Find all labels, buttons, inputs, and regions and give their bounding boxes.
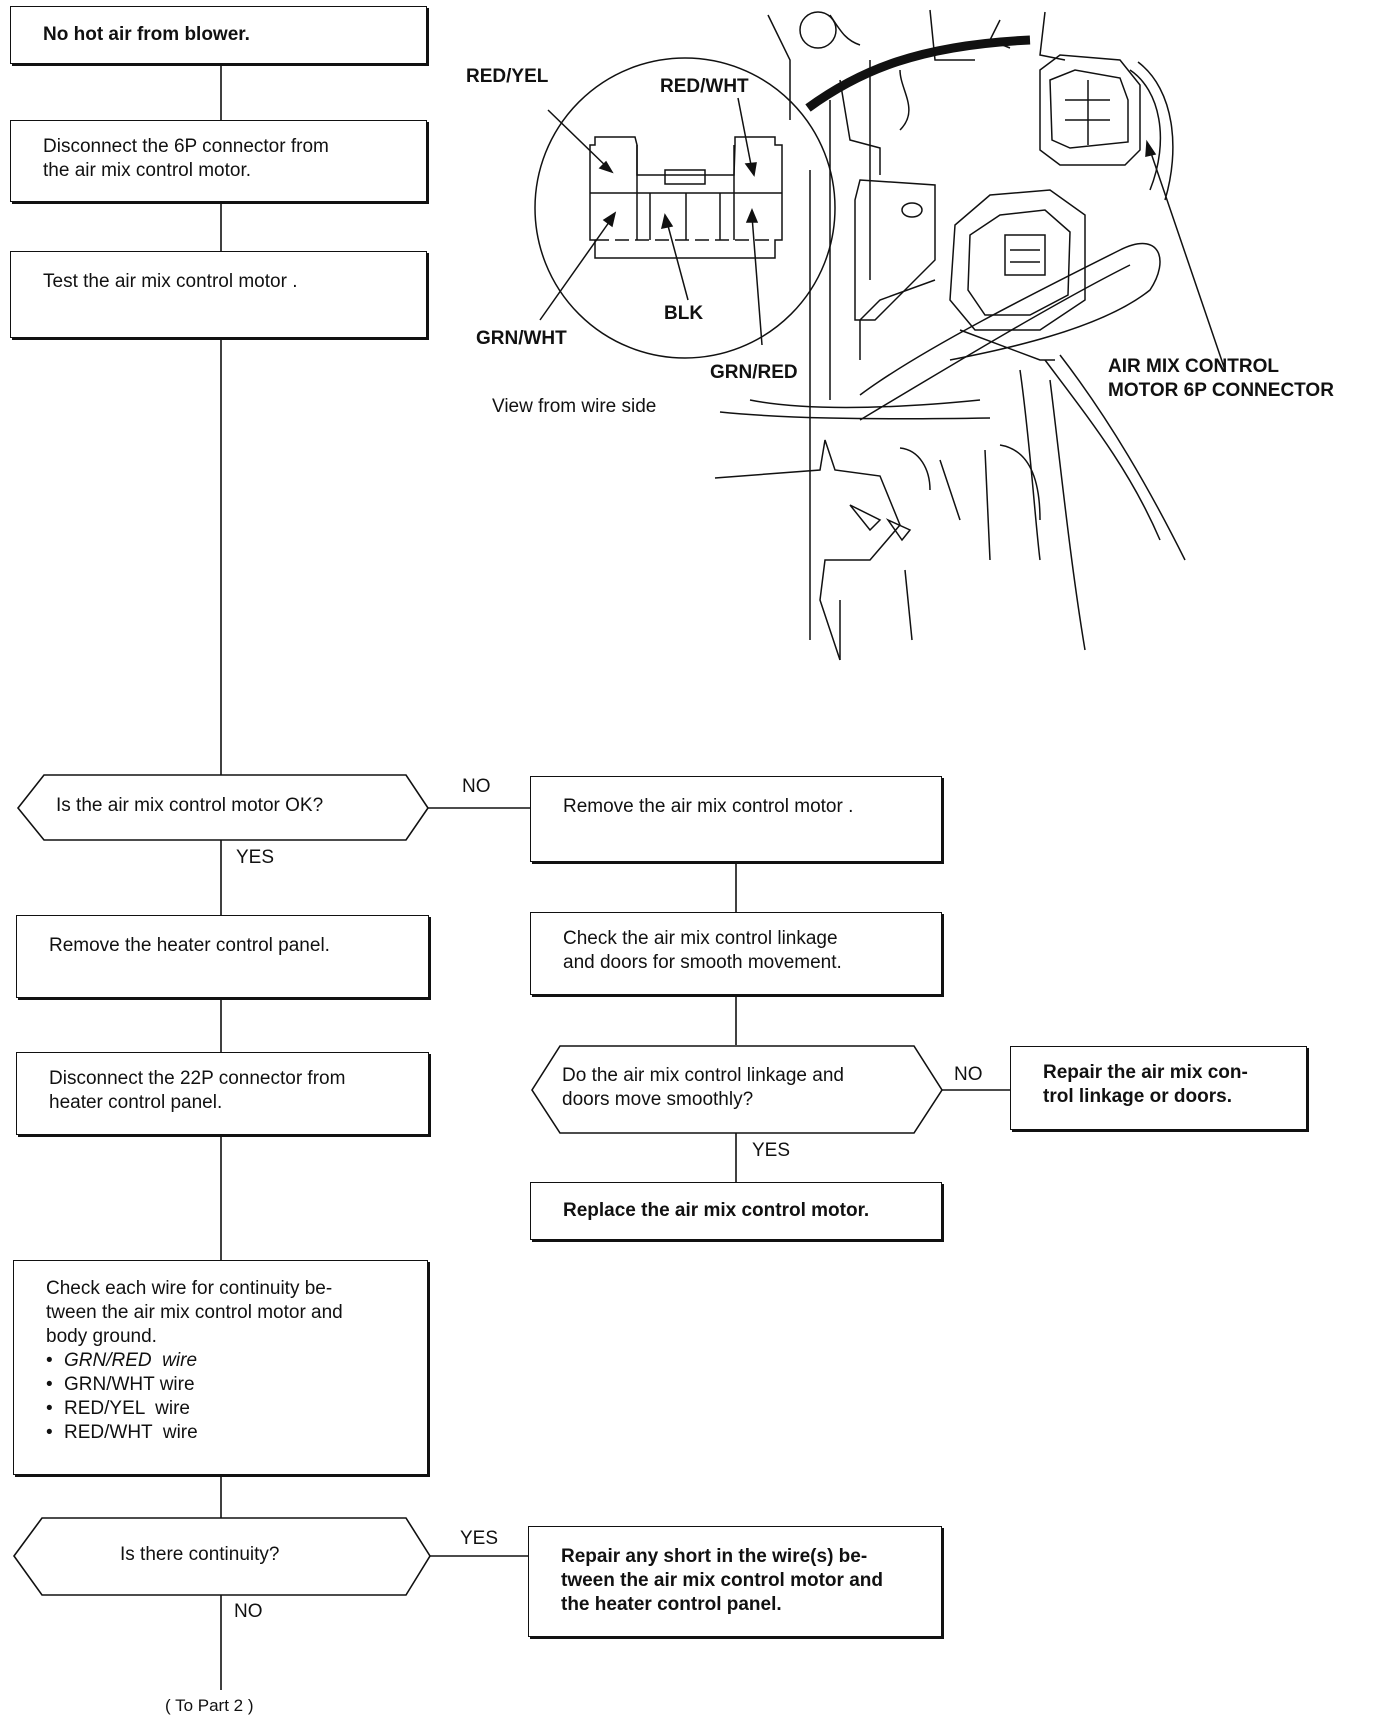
check-continuity-line-1: Check each wire for continuity be-: [46, 1278, 333, 1299]
wire-grn-red: GRN/RED wire: [64, 1350, 198, 1371]
step-disconnect-6p: Disconnect the 6P connector from the air…: [10, 120, 427, 202]
view-caption: View from wire side: [492, 396, 657, 417]
decision-continuity-text: Is there continuity?: [120, 1543, 279, 1567]
check-continuity-line-3: body ground.: [46, 1326, 157, 1347]
decision-linkage-yes: YES: [752, 1140, 791, 1161]
step-replace-motor-text: Replace the air mix control motor.: [563, 1200, 870, 1221]
step-repair-short: Repair any short in the wire(s) be- twee…: [528, 1526, 942, 1637]
step-disconnect-6p-line-1: Disconnect the 6P connector from: [43, 136, 329, 157]
wire-red-yel: RED/YEL wire: [64, 1398, 190, 1419]
decision-motor-ok-yes: YES: [236, 847, 275, 868]
step-check-linkage: Check the air mix control linkage and do…: [530, 912, 942, 995]
decision-continuity-yes: YES: [460, 1528, 499, 1549]
step-disconnect-22p-line-2: heater control panel.: [49, 1092, 223, 1113]
connector-label-line-1: AIR MIX CONTROL: [1108, 356, 1279, 377]
to-part-2-label: ( To Part 2 ): [165, 1696, 254, 1715]
decision-shape-linkage: [531, 1045, 943, 1134]
step-disconnect-6p-line-2: the air mix control motor.: [43, 160, 252, 181]
decision-motor-ok-text: Is the air mix control motor OK?: [56, 794, 323, 818]
step-repair-linkage-line-2: trol linkage or doors.: [1043, 1086, 1232, 1107]
connector-illustration: [534, 9, 1226, 661]
wire-list-item: •RED/YEL wire: [46, 1398, 190, 1419]
decision-continuity-no: NO: [234, 1601, 263, 1622]
decision-shape-motor-ok: [16, 774, 429, 841]
connector-label-line-2: MOTOR 6P CONNECTOR: [1108, 380, 1334, 401]
decision-linkage-text: Do the air mix control linkage and doors…: [562, 1064, 844, 1112]
pin-label-red-yel: RED/YEL: [466, 66, 549, 87]
wire-list-item: •GRN/RED wire: [46, 1350, 198, 1371]
step-no-hot-air: No hot air from blower.: [10, 6, 427, 64]
decision-linkage-line-1: Do the air mix control linkage and: [562, 1065, 844, 1086]
decision-motor-ok-label: Is the air mix control motor OK?: [56, 795, 324, 816]
step-repair-short-line-1: Repair any short in the wire(s) be-: [561, 1546, 868, 1567]
wire-grn-wht: GRN/WHT wire: [64, 1374, 195, 1395]
decision-linkage-no: NO: [954, 1064, 983, 1085]
pin-label-red-wht: RED/WHT: [660, 76, 749, 97]
decision-motor-ok-no: NO: [462, 776, 491, 797]
step-remove-motor-text: Remove the air mix control motor .: [563, 796, 854, 817]
decision-shape-continuity: [13, 1517, 431, 1596]
step-test-motor-text: Test the air mix control motor .: [43, 271, 298, 292]
decision-linkage-line-2: doors move smoothly?: [562, 1089, 754, 1110]
pin-label-grn-wht: GRN/WHT: [476, 328, 567, 349]
step-replace-motor: Replace the air mix control motor.: [530, 1182, 942, 1240]
pin-label-grn-red: GRN/RED: [710, 362, 798, 383]
step-repair-short-line-3: the heater control panel.: [561, 1594, 782, 1615]
step-remove-panel: Remove the heater control panel.: [16, 915, 429, 998]
step-test-motor: Test the air mix control motor .: [10, 251, 427, 338]
wire-list-item: •RED/WHT wire: [46, 1422, 198, 1443]
step-repair-short-line-2: tween the air mix control motor and: [561, 1570, 883, 1591]
decision-continuity-label: Is there continuity?: [120, 1544, 280, 1565]
step-check-linkage-line-1: Check the air mix control linkage: [563, 928, 838, 949]
step-remove-motor: Remove the air mix control motor .: [530, 776, 942, 862]
step-repair-linkage: Repair the air mix con- trol linkage or …: [1010, 1046, 1307, 1130]
wire-list-item: •GRN/WHT wire: [46, 1374, 195, 1395]
magnifier-circle: [534, 57, 836, 359]
wire-list: •GRN/RED wire •GRN/WHT wire •RED/YEL wir…: [46, 1349, 395, 1445]
step-disconnect-22p-line-1: Disconnect the 22P connector from: [49, 1068, 346, 1089]
step-repair-linkage-line-1: Repair the air mix con-: [1043, 1062, 1248, 1083]
check-continuity-line-2: tween the air mix control motor and: [46, 1302, 343, 1323]
step-remove-panel-text: Remove the heater control panel.: [49, 935, 330, 956]
wire-red-wht: RED/WHT wire: [64, 1422, 198, 1443]
step-no-hot-air-text: No hot air from blower.: [43, 24, 250, 45]
step-check-continuity: Check each wire for continuity be- tween…: [13, 1260, 428, 1475]
step-check-linkage-line-2: and doors for smooth movement.: [563, 952, 842, 973]
pin-label-blk: BLK: [664, 303, 704, 324]
step-disconnect-22p: Disconnect the 22P connector from heater…: [16, 1052, 429, 1135]
